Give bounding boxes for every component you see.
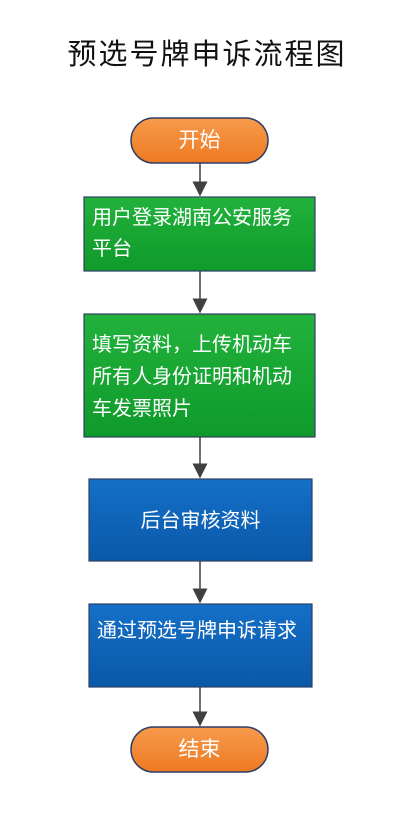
step4-node-shape xyxy=(88,603,313,688)
diagram-title: 预选号牌申诉流程图 xyxy=(67,37,347,71)
end-node-shape xyxy=(130,726,269,773)
step2-node-shape xyxy=(83,313,316,438)
step4-node-label: 通过预选号牌申诉请求 xyxy=(97,618,297,642)
step1-node-label: 用户登录湖南公安服务平台 xyxy=(92,205,292,260)
step3-node-label: 后台审核资料 xyxy=(140,508,261,532)
step2-node-label: 填写资料，上传机动车所有人身份证明和机动车发票照片 xyxy=(92,332,292,420)
start-node-label: 开始 xyxy=(178,128,221,152)
end-node-label: 结束 xyxy=(178,737,221,761)
